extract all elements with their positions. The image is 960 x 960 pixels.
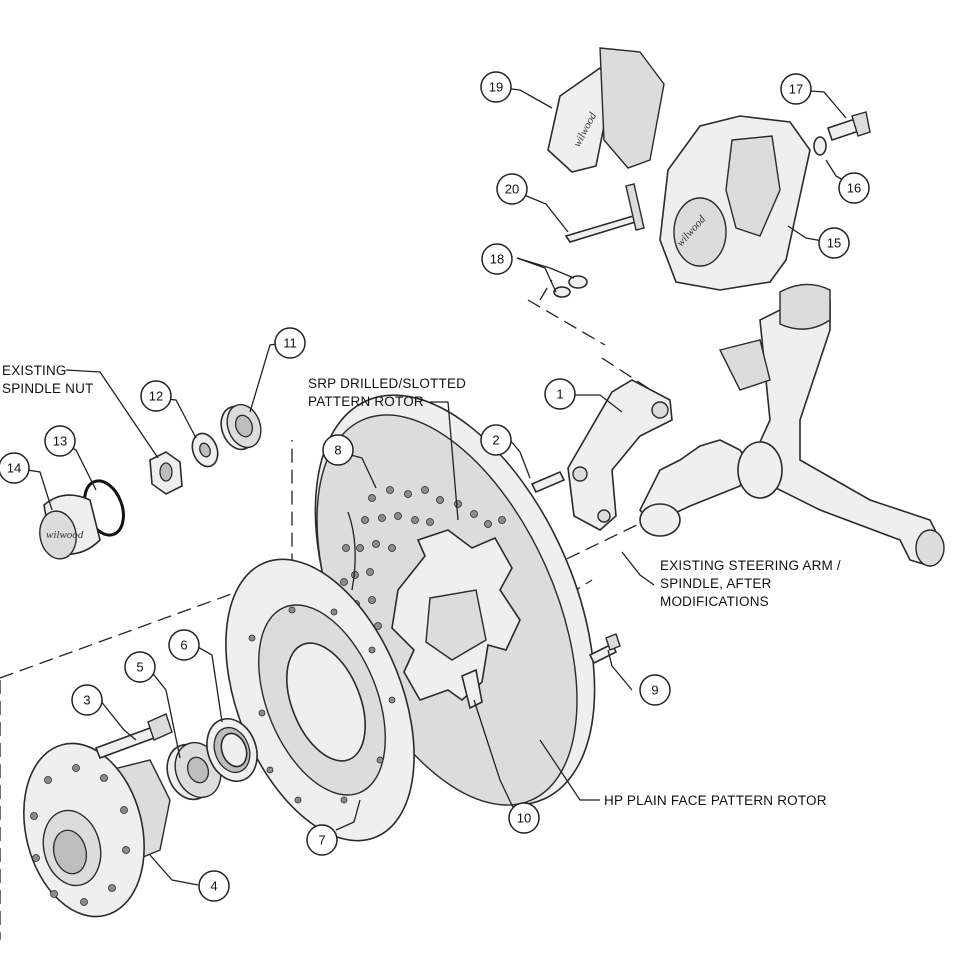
callout-16: 16 [838, 172, 870, 204]
label-steering-arm-line2: SPINDLE, AFTER [660, 576, 772, 591]
svg-text:9: 9 [651, 683, 658, 698]
text-labels: EXISTING SPINDLE NUT SRP DRILLED/SLOTTED… [2, 363, 841, 808]
callout-2: 2 [480, 424, 512, 456]
svg-text:18: 18 [490, 252, 504, 267]
svg-text:7: 7 [318, 833, 325, 848]
hp-plain-face-rotor-hat [225, 558, 415, 842]
callout-7: 7 [306, 824, 338, 856]
hub [23, 742, 171, 918]
callout-19: 19 [480, 71, 512, 103]
shim-washers [553, 275, 588, 298]
bearing-race [206, 718, 258, 782]
label-existing-spindle-nut-line2: SPINDLE NUT [2, 381, 93, 396]
svg-text:1: 1 [556, 387, 563, 402]
callout-14: 14 [0, 452, 30, 484]
callout-18: 18 [481, 243, 513, 275]
label-srp-rotor-line2: PATTERN ROTOR [308, 394, 424, 409]
svg-text:10: 10 [517, 811, 531, 826]
caliper-bracket [567, 379, 673, 531]
washer [191, 432, 219, 468]
spindle-nut [149, 451, 183, 495]
label-existing-spindle-nut-line1: EXISTING [2, 363, 67, 378]
svg-text:15: 15 [827, 236, 841, 251]
callout-12: 12 [140, 380, 172, 412]
steering-arm-spindle [639, 283, 945, 567]
dust-cap: wilwood [39, 494, 101, 560]
callout-20: 20 [496, 173, 528, 205]
svg-text:13: 13 [53, 434, 67, 449]
dust-cap-logo: wilwood [46, 529, 84, 541]
svg-text:11: 11 [283, 336, 297, 351]
callout-4: 4 [198, 870, 230, 902]
label-steering-arm-line1: EXISTING STEERING ARM / [660, 558, 841, 573]
svg-text:14: 14 [7, 461, 21, 476]
brake-pads: wilwood [547, 47, 665, 173]
rotor-bolt-10 [461, 668, 483, 710]
svg-text:6: 6 [180, 638, 187, 653]
outer-bearing [220, 403, 262, 451]
svg-text:2: 2 [492, 433, 499, 448]
svg-text:12: 12 [149, 389, 163, 404]
caliper: wilwood [659, 115, 811, 291]
svg-text:3: 3 [83, 693, 90, 708]
svg-text:5: 5 [136, 660, 143, 675]
callout-13: 13 [44, 425, 76, 457]
svg-text:8: 8 [334, 443, 341, 458]
retaining-pin [564, 183, 645, 243]
bracket-bolt [530, 470, 566, 494]
callout-6: 6 [168, 629, 200, 661]
svg-text:17: 17 [789, 82, 803, 97]
callout-17: 17 [780, 73, 812, 105]
wheel-stud [94, 713, 173, 760]
callout-3: 3 [71, 684, 103, 716]
callout-15: 15 [818, 227, 850, 259]
caliper-washer [813, 136, 827, 156]
caliper-bolt [826, 111, 871, 142]
callout-11: 11 [274, 327, 306, 359]
svg-text:20: 20 [505, 182, 519, 197]
callout-5: 5 [124, 651, 156, 683]
callout-8: 8 [322, 434, 354, 466]
label-hp-rotor: HP PLAIN FACE PATTERN ROTOR [604, 793, 827, 808]
callout-9: 9 [639, 674, 671, 706]
rotor-bolt-9 [588, 633, 621, 665]
callout-10: 10 [508, 802, 540, 834]
svg-text:19: 19 [489, 80, 503, 95]
label-steering-arm-line3: MODIFICATIONS [660, 594, 769, 609]
svg-text:4: 4 [210, 879, 217, 894]
callout-1: 1 [544, 378, 576, 410]
svg-text:16: 16 [847, 181, 861, 196]
label-srp-rotor-line1: SRP DRILLED/SLOTTED [308, 376, 466, 391]
callouts: 1 2 3 4 5 6 7 8 9 10 11 12 13 14 15 16 1… [0, 71, 870, 902]
